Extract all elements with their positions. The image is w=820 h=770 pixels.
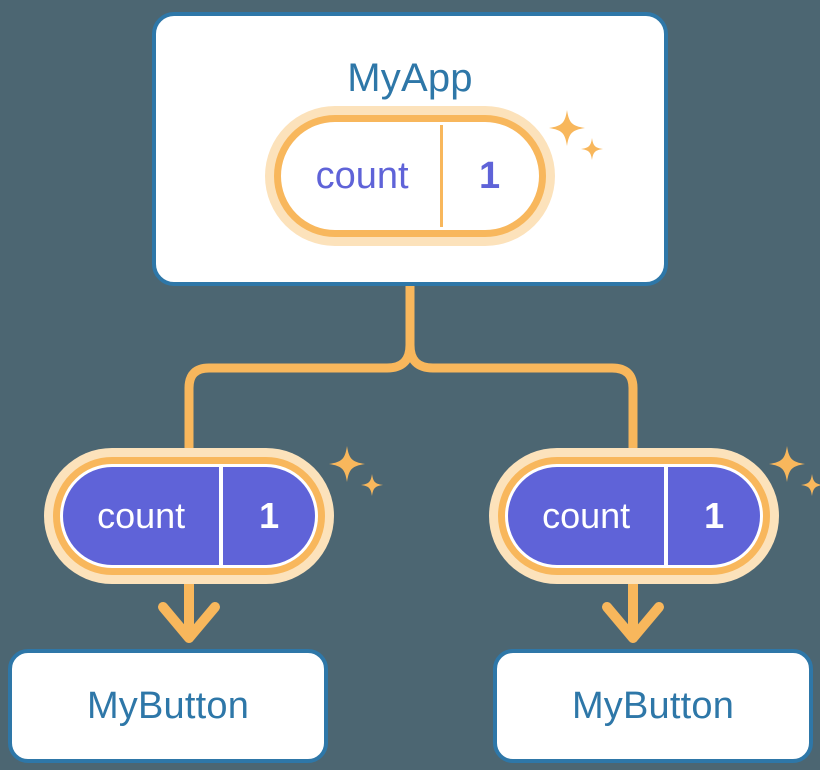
- state-key: count: [315, 154, 409, 197]
- connector-right-branch: [405, 281, 638, 457]
- state-key: count: [97, 495, 186, 536]
- state-pill-body: count 1: [63, 467, 315, 565]
- arrow-down-icon-left: [158, 578, 220, 643]
- state-pill-ring: count 1: [274, 115, 546, 237]
- component-label: MyButton: [86, 684, 250, 727]
- state-pill-ring: count 1: [498, 457, 770, 575]
- state-pill-child-1[interactable]: count 1: [44, 448, 334, 584]
- state-pill-ring: count 1: [53, 457, 325, 575]
- component-box-mybutton-2[interactable]: MyButton: [493, 649, 813, 763]
- component-box-mybutton-1[interactable]: MyButton: [8, 649, 328, 763]
- state-pill-body: count 1: [284, 125, 536, 227]
- state-pill-body: count 1: [508, 467, 760, 565]
- arrow-down-icon-right: [602, 578, 664, 643]
- state-pill-myapp[interactable]: count 1: [265, 106, 555, 246]
- state-key: count: [542, 495, 631, 536]
- page-title: MyApp: [347, 56, 473, 100]
- connector-left-branch: [184, 281, 415, 457]
- state-pill-child-2[interactable]: count 1: [489, 448, 779, 584]
- state-value: 1: [219, 467, 315, 565]
- state-value: 1: [664, 467, 760, 565]
- component-label: MyButton: [571, 684, 735, 727]
- state-value: 1: [440, 125, 536, 227]
